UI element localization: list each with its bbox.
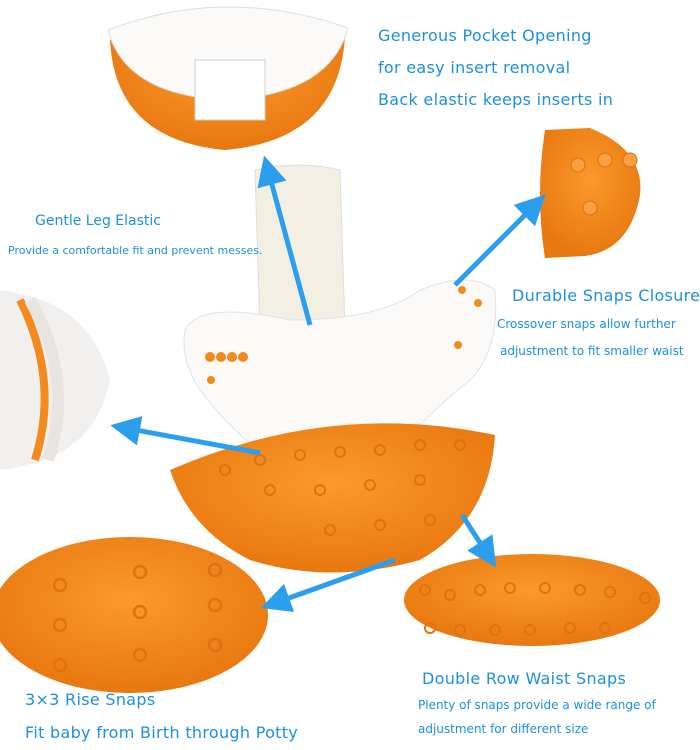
pocket-opening-image bbox=[107, 6, 349, 151]
snap-tab-image bbox=[540, 128, 641, 258]
diaper-image bbox=[170, 164, 497, 573]
leg-title: Gentle Leg Elastic bbox=[35, 213, 161, 229]
arrow-snap-tab bbox=[453, 194, 546, 287]
arrow-pocket bbox=[257, 155, 313, 326]
waist-title: Double Row Waist Snaps bbox=[422, 669, 627, 688]
rise-snaps-image bbox=[0, 537, 268, 693]
pocket-line3: Back elastic keeps inserts in bbox=[378, 90, 614, 109]
arrow-waist bbox=[459, 513, 497, 568]
snaps-closure-desc1: Crossover snaps allow further bbox=[497, 317, 676, 331]
snaps-closure-title: Durable Snaps Closure bbox=[512, 286, 700, 305]
rise-title: 3×3 Rise Snaps bbox=[25, 690, 156, 709]
waist-snaps-image bbox=[404, 554, 660, 646]
waist-desc2: adjustment for different size bbox=[418, 722, 589, 736]
pocket-title: Generous Pocket Opening bbox=[378, 26, 592, 45]
snaps-closure-desc2: adjustment to fit smaller waist bbox=[500, 344, 684, 358]
rise-desc: Fit baby from Birth through Potty bbox=[25, 723, 299, 742]
leg-elastic-image bbox=[0, 290, 110, 470]
waist-desc1: Plenty of snaps provide a wide range of bbox=[418, 698, 656, 712]
pocket-line2: for easy insert removal bbox=[378, 58, 571, 77]
leg-desc: Provide a comfortable fit and prevent me… bbox=[8, 244, 263, 257]
arrow-rise bbox=[260, 557, 396, 613]
arrow-leg bbox=[110, 415, 261, 456]
